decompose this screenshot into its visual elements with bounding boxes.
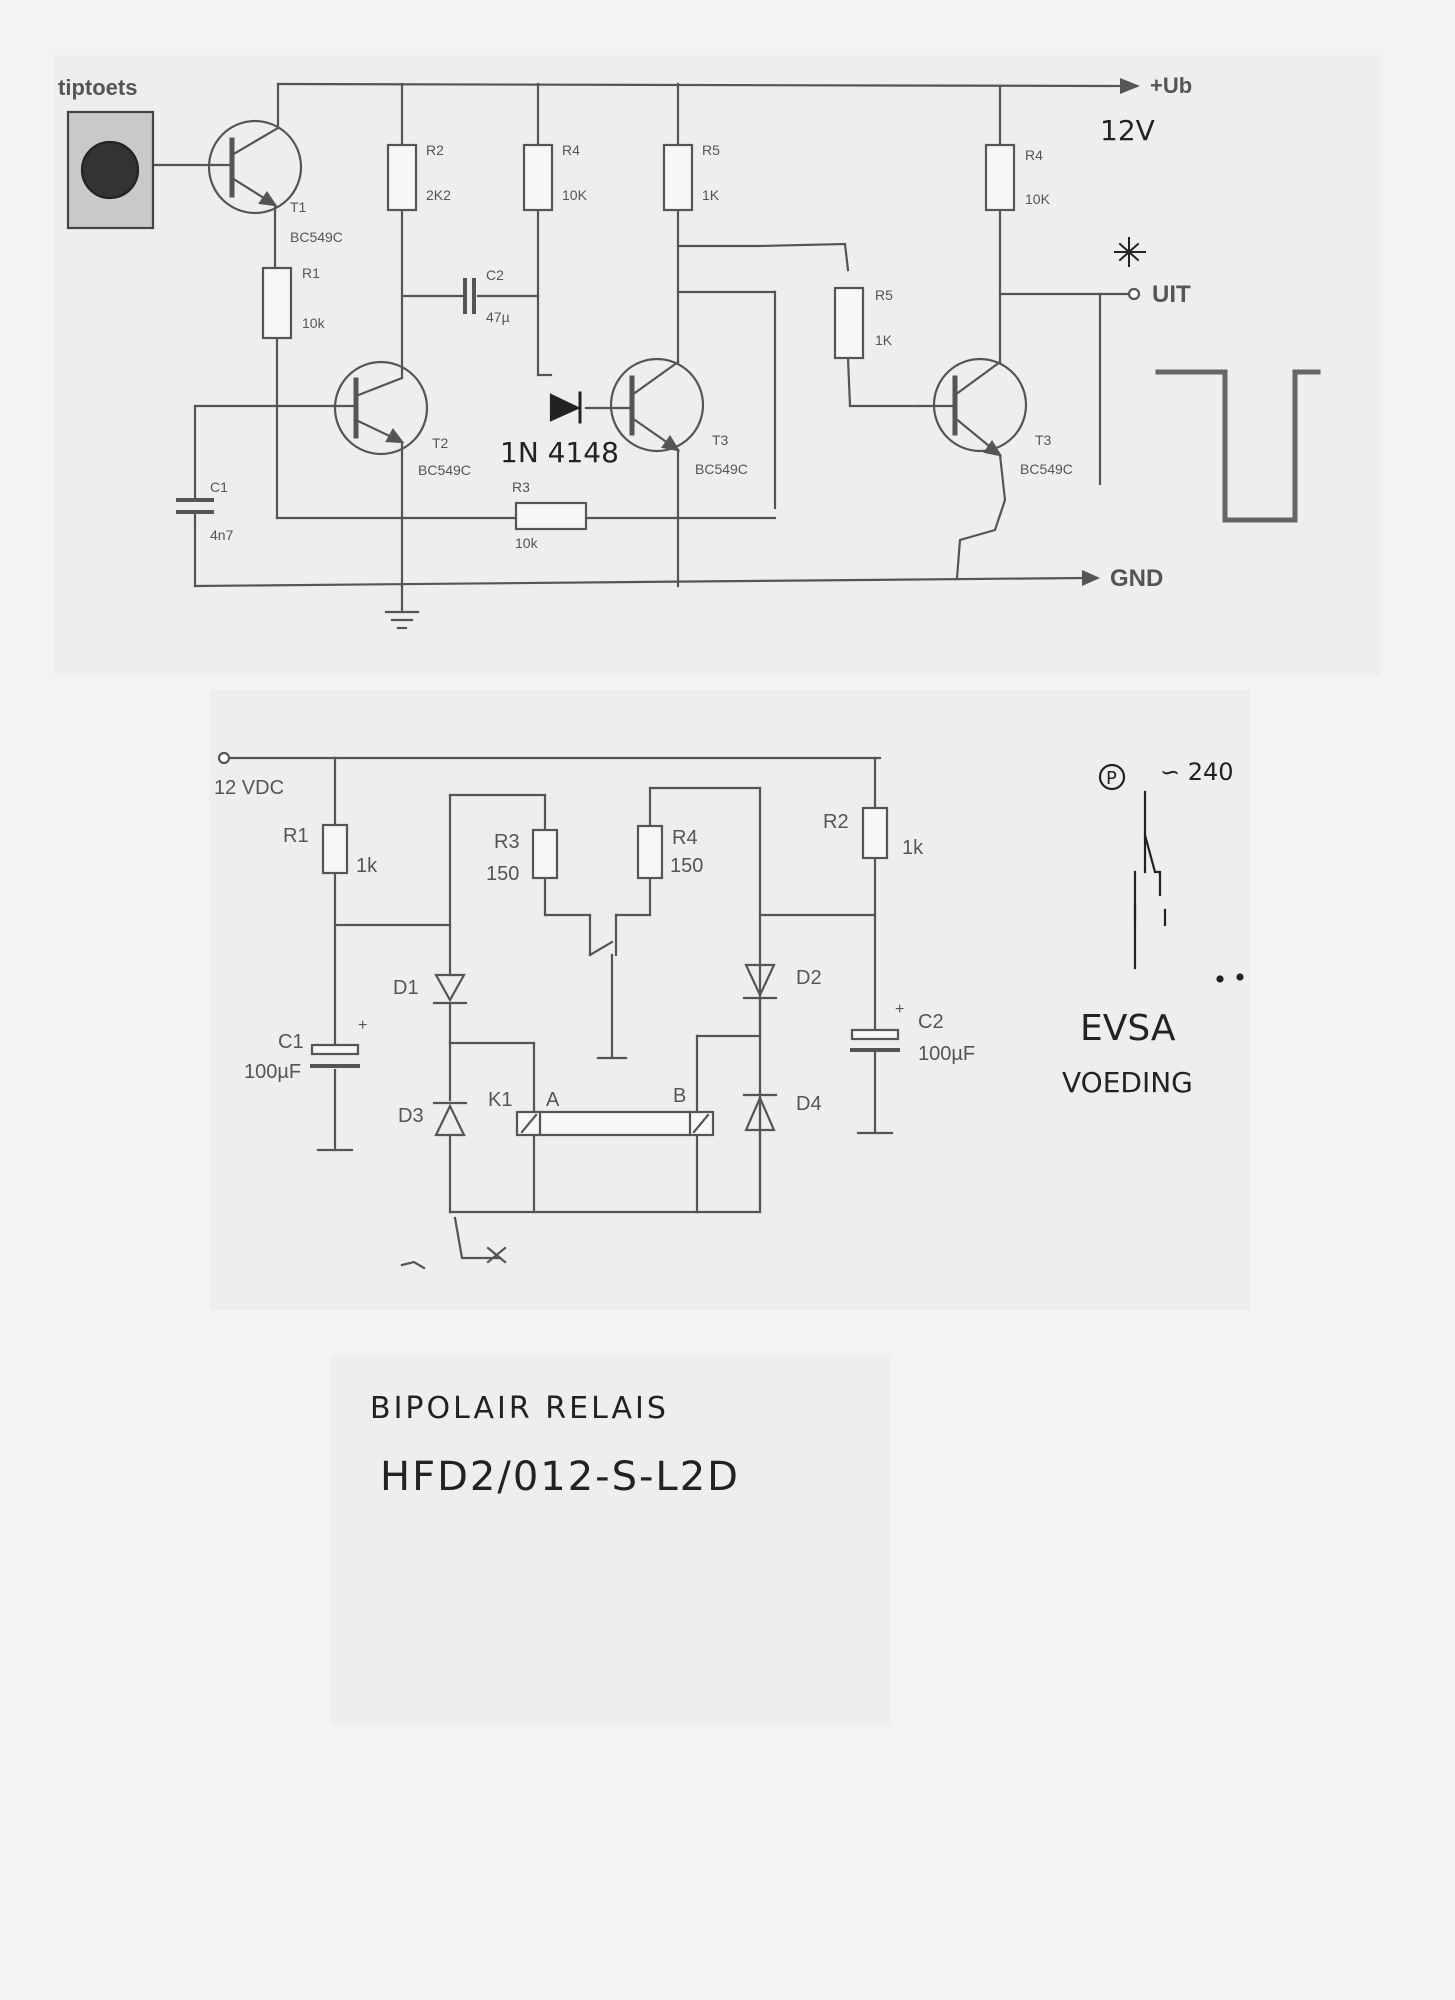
ub-arrow-icon: [1120, 78, 1140, 94]
diode-note: 1N 4148: [500, 436, 619, 469]
diode-d2-icon: [742, 963, 778, 1000]
c1-value: 4n7: [210, 527, 234, 543]
sensor-label: tiptoets: [58, 75, 137, 100]
rail-label: +Ub: [1150, 73, 1192, 98]
b-r3-name: R3: [494, 831, 520, 853]
c2-name: C2: [486, 267, 504, 283]
diode-d3-icon: [432, 1101, 468, 1137]
b-r1-name: R1: [283, 825, 309, 847]
resistor-r2-icon: [386, 143, 418, 212]
side-voltage: ∽ 240: [1160, 758, 1234, 786]
b-r4-name: R4: [672, 827, 698, 849]
r5a-value: 1K: [702, 187, 720, 203]
paper-top-clip: [55, 55, 1380, 675]
transistor-t2-icon: [333, 360, 429, 456]
resistor-r5a-icon: [662, 143, 694, 212]
t3a-type: BC549C: [695, 461, 748, 477]
out-label: UIT: [1152, 281, 1191, 308]
r3-name: R3: [512, 479, 530, 495]
r2-name: R2: [426, 142, 444, 158]
relay-name: K1: [488, 1089, 512, 1111]
diode-d1-icon: [432, 973, 468, 1005]
r5b-name: R5: [875, 287, 893, 303]
out-terminal-icon: [1127, 287, 1141, 301]
supply-terminal-icon: [217, 751, 231, 765]
r4b-name: R4: [1025, 147, 1043, 163]
b-r3-value: 150: [486, 863, 519, 885]
capacitor-b-c2-icon: [850, 1028, 900, 1052]
r2-value: 2K2: [426, 187, 451, 203]
resistor-b-r1-icon: [321, 823, 349, 875]
capacitor-b-c1-icon: [310, 1043, 360, 1068]
supply-label: 12 VDC: [214, 777, 284, 799]
r4a-name: R4: [562, 142, 580, 158]
resistor-r1-icon: [261, 266, 293, 340]
gnd-label: GND: [1110, 565, 1163, 592]
pulse-waveform-icon: [1155, 369, 1321, 523]
diode-d4-icon: [742, 1093, 778, 1132]
b-c1-plus: +: [358, 1017, 367, 1034]
t3b-type: BC549C: [1020, 461, 1073, 477]
relay-contact-sketch-icon: [1098, 763, 1244, 983]
b-r4-value: 150: [670, 855, 703, 877]
d1-label: D1: [393, 977, 419, 999]
capacitor-c1-icon: [176, 498, 214, 526]
t1-type: BC549C: [290, 229, 343, 245]
top-wiring: [151, 82, 1122, 630]
capacitor-c2-icon: [463, 278, 476, 314]
r4a-value: 10K: [562, 187, 588, 203]
d4-label: D4: [796, 1093, 822, 1115]
led-scribble-icon: [1114, 237, 1146, 267]
note-line1: BIPOLAIR RELAIS: [370, 1391, 669, 1426]
paper-mid-clip: [210, 690, 1250, 1310]
transistor-t3b-icon: [916, 357, 1028, 457]
resistor-b-r2-icon: [861, 806, 889, 860]
t3a-name: T3: [712, 432, 729, 448]
diode-1n4148-icon: [549, 391, 582, 424]
resistor-b-r3-icon: [531, 828, 559, 880]
gnd-arrow-icon: [1082, 570, 1100, 586]
c2-value: 47µ: [486, 309, 510, 325]
resistor-r3-icon: [514, 501, 588, 531]
relay-coil-k1-icon: [515, 1110, 715, 1137]
relay-pin-a: A: [546, 1089, 560, 1111]
resistor-r5b-icon: [833, 286, 865, 360]
b-c1-value: 100µF: [244, 1061, 301, 1083]
transistor-t3a-icon: [609, 357, 705, 453]
side-p-symbol: P: [1106, 768, 1117, 789]
b-c1-name: C1: [278, 1031, 304, 1053]
t2-type: BC549C: [418, 462, 471, 478]
rail-voltage-note: 12V: [1100, 114, 1155, 147]
touch-contact-icon: [80, 140, 140, 200]
t1-name: T1: [290, 199, 307, 215]
t3b-name: T3: [1035, 432, 1052, 448]
side-note-line1: EVSA: [1080, 1008, 1176, 1049]
side-note-line2: VOEDING: [1062, 1066, 1193, 1099]
b-c2-name: C2: [918, 1011, 944, 1033]
b-r1-value: 1k: [356, 855, 378, 877]
r4b-value: 10K: [1025, 191, 1051, 207]
resistor-r4a-icon: [522, 143, 554, 212]
b-r2-value: 1k: [902, 837, 924, 859]
r5a-name: R5: [702, 142, 720, 158]
r3-value: 10k: [515, 535, 539, 551]
b-r2-name: R2: [823, 811, 849, 833]
relay-pin-b: B: [673, 1085, 686, 1107]
b-c2-value: 100µF: [918, 1043, 975, 1065]
d3-label: D3: [398, 1105, 424, 1127]
d2-label: D2: [796, 967, 822, 989]
r5b-value: 1K: [875, 332, 893, 348]
r1-value: 10k: [302, 315, 326, 331]
paper-note-clip: [330, 1355, 890, 1725]
note-line2: HFD2/012-S-L2D: [380, 1454, 740, 1500]
resistor-r4b-icon: [984, 143, 1016, 212]
r1-name: R1: [302, 265, 320, 281]
b-c2-plus: +: [895, 1001, 904, 1018]
c1-name: C1: [210, 479, 228, 495]
t2-name: T2: [432, 435, 449, 451]
resistor-b-r4-icon: [636, 824, 664, 880]
transistor-t1-icon: [207, 119, 303, 215]
